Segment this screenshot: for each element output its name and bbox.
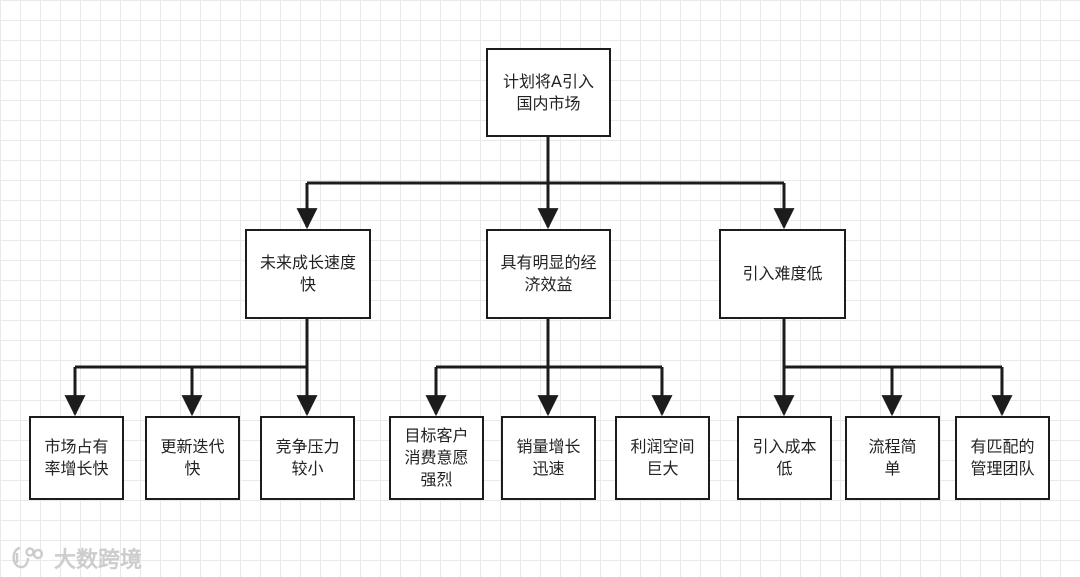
watermark-text: 大数跨境	[54, 548, 143, 573]
watermark: 大数跨境	[8, 541, 142, 575]
leaf-node-1-1[interactable]: 市场占有 率增长快	[29, 416, 124, 500]
leaf-node-2-1[interactable]: 目标客户 消费意愿 强烈	[389, 416, 484, 500]
leaf-node-2-3-label: 利润空间 巨大	[630, 437, 695, 478]
leaf-node-2-3[interactable]: 利润空间 巨大	[615, 416, 710, 500]
leaf-node-1-3[interactable]: 竞争压力 较小	[260, 416, 355, 500]
root-node[interactable]: 计划将A引入 国内市场	[486, 48, 611, 137]
leaf-node-3-2[interactable]: 流程简 单	[845, 416, 940, 500]
leaf-node-3-1[interactable]: 引入成本 低	[737, 416, 832, 500]
leaf-node-1-2-label: 更新迭代 快	[160, 437, 225, 478]
watermark-logo-icon	[12, 546, 44, 569]
branch-node-3[interactable]: 引入难度低	[719, 229, 846, 319]
leaf-node-3-3-label: 有匹配的 管理团队	[970, 437, 1035, 478]
leaf-node-2-2-label: 销量增长 迅速	[516, 437, 581, 478]
root-node-label: 计划将A引入 国内市场	[503, 71, 594, 113]
leaf-node-1-1-label: 市场占有 率增长快	[44, 437, 109, 478]
leaf-node-3-3[interactable]: 有匹配的 管理团队	[955, 416, 1050, 500]
branch-node-1[interactable]: 未来成长速度 快	[245, 229, 371, 319]
leaf-node-2-2[interactable]: 销量增长 迅速	[501, 416, 596, 500]
leaf-node-3-2-label: 流程简 单	[868, 437, 917, 478]
leaf-node-1-2[interactable]: 更新迭代 快	[145, 416, 240, 500]
branch-node-2[interactable]: 具有明显的经 济效益	[486, 229, 611, 319]
branch-node-1-label: 未来成长速度 快	[259, 253, 356, 294]
leaf-node-3-1-label: 引入成本 低	[752, 437, 817, 478]
leaf-node-1-3-label: 竞争压力 较小	[275, 437, 340, 478]
branch-node-2-label: 具有明显的经 济效益	[500, 253, 597, 294]
leaf-node-2-1-label: 目标客户 消费意愿 强烈	[404, 426, 469, 489]
branch-node-3-label: 引入难度低	[742, 264, 823, 283]
